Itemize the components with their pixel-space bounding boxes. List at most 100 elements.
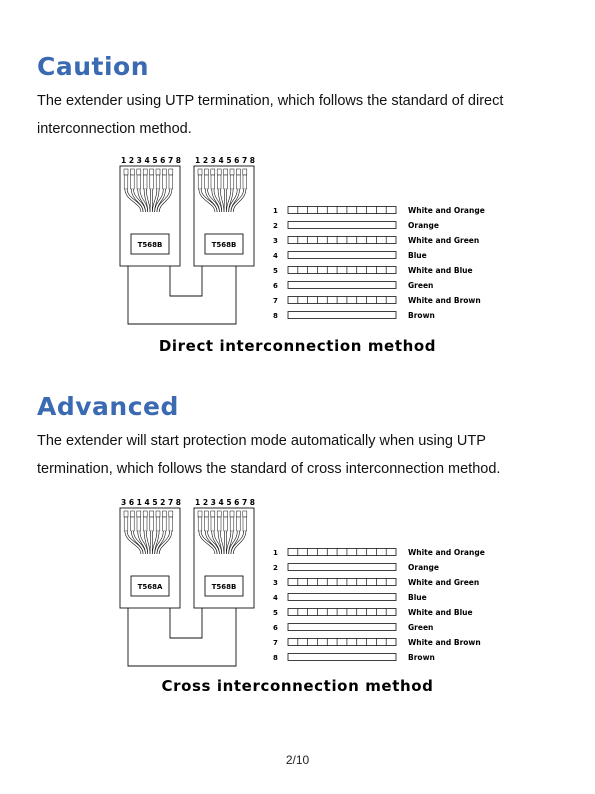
right-connector-label: T568B: [212, 241, 237, 249]
pin-slot: [155, 174, 161, 190]
wire-core-fill: [212, 188, 222, 213]
right-connector-pin-numbers: 1 2 3 4 5 6 7 8: [195, 156, 255, 165]
wire-number: 5: [273, 609, 278, 617]
wire-core-fill: [205, 530, 220, 555]
wire-color-name: White and Orange: [408, 206, 485, 215]
wire-number: 4: [273, 252, 278, 260]
contact-pin: [155, 510, 161, 518]
wire-number: 3: [273, 237, 278, 245]
pin-slot: [210, 174, 215, 190]
wire-number: 2: [273, 222, 278, 230]
wire-number: 4: [273, 594, 278, 602]
wire-number: 8: [273, 312, 278, 320]
pin-slot: [229, 174, 235, 190]
left-connector-pin-numbers: 3 6 1 4 5 2 7 8: [121, 498, 181, 507]
pin-slot: [143, 516, 148, 532]
wire-core-fill: [218, 530, 224, 555]
wire-color-name: White and Green: [408, 578, 479, 587]
wire-core-fill: [144, 188, 150, 213]
wire-number: 3: [273, 579, 278, 587]
wire-number: 8: [273, 654, 278, 662]
wire-core-fill: [131, 188, 146, 213]
direct-method-caption: Direct interconnection method: [158, 337, 437, 355]
pin-slot: [155, 516, 161, 532]
wire-number: 5: [273, 267, 278, 275]
pin-slot: [136, 174, 141, 190]
caution-heading: Caution: [37, 52, 150, 81]
wire-bar: [287, 281, 397, 289]
contact-pin: [197, 168, 203, 176]
contact-pin: [210, 168, 216, 176]
wire-core-fill: [138, 188, 148, 213]
pin-slot: [162, 516, 167, 532]
cross-method-caption: Cross interconnection method: [161, 677, 434, 695]
pin-slot: [123, 516, 129, 532]
wire-core-fill: [157, 530, 172, 555]
wire-number: 1: [273, 207, 278, 215]
pin-slot: [204, 516, 209, 532]
pin-slot: [197, 174, 203, 190]
label-box: [204, 575, 244, 597]
wire-core-fill: [199, 188, 217, 213]
wire-core-fill: [125, 530, 143, 555]
wire-bar: [287, 266, 397, 274]
contact-pin: [136, 510, 142, 518]
pin-slot: [217, 174, 222, 190]
wire-number: 6: [273, 624, 278, 632]
left-connector-pin-numbers: 1 2 3 4 5 6 7 8: [121, 156, 181, 165]
pin-slot: [168, 516, 173, 532]
wire-number: 6: [273, 282, 278, 290]
wire-core-fill: [205, 188, 220, 213]
pin-slot: [236, 516, 241, 532]
contact-pin: [168, 510, 174, 518]
wire-color-name: Green: [408, 281, 433, 290]
wire-color-name: White and Green: [408, 236, 479, 245]
left-rj45-connector: [119, 165, 181, 267]
wire-bar: [287, 593, 397, 601]
cable-inner: [169, 608, 203, 639]
label-box: [130, 233, 170, 255]
pin-slot: [123, 174, 129, 190]
pin-slot: [168, 174, 173, 190]
contact-pin: [216, 168, 222, 176]
label-box: [130, 575, 170, 597]
wire-bar: [287, 221, 397, 229]
wire-color-name: White and Brown: [408, 296, 481, 305]
contact-pin: [229, 168, 235, 176]
wire-number: 2: [273, 564, 278, 572]
wire-number: 7: [273, 639, 278, 647]
wire-bar: [287, 311, 397, 319]
wire-core-fill: [144, 530, 150, 555]
contact-pin: [197, 510, 203, 518]
contact-pin: [136, 168, 142, 176]
contact-pin: [123, 168, 129, 176]
pin-slot: [223, 174, 228, 190]
wire-core-fill: [155, 530, 166, 555]
pin-slot: [197, 516, 203, 532]
wire-core-fill: [226, 188, 233, 213]
wire-bar: [287, 623, 397, 631]
contact-pin: [149, 510, 154, 518]
contact-pin: [236, 168, 241, 176]
wire-color-name: Blue: [408, 251, 427, 260]
wire-core-fill: [231, 188, 246, 213]
right-rj45-connector: [193, 507, 255, 609]
pin-slot: [162, 174, 167, 190]
contact-pin: [130, 510, 135, 518]
contact-pin: [142, 168, 148, 176]
contact-pin: [155, 168, 161, 176]
pin-slot: [223, 516, 228, 532]
contact-pin: [149, 168, 154, 176]
wire-core-fill: [152, 530, 159, 555]
pin-slot: [143, 174, 148, 190]
cable-outer: [127, 608, 237, 667]
wire-color-name: Orange: [408, 563, 439, 572]
pin-slot: [217, 516, 222, 532]
wire-core-fill: [229, 188, 240, 213]
contact-pin: [204, 168, 209, 176]
wire-core-fill: [226, 530, 233, 555]
